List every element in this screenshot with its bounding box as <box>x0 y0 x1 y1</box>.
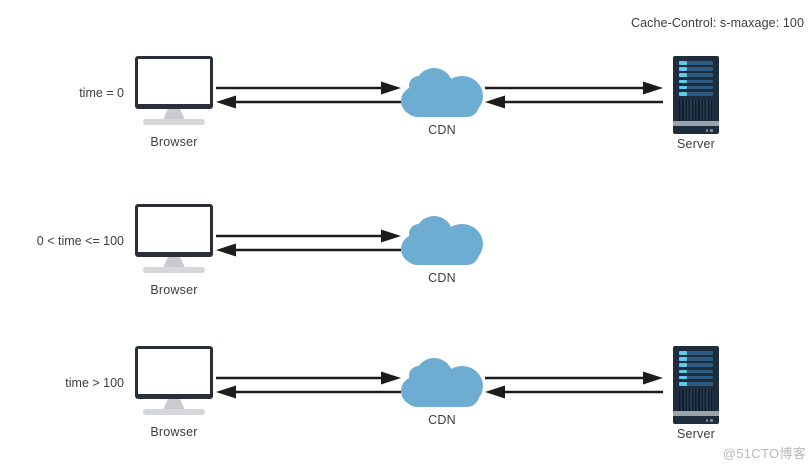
monitor-screen <box>135 204 213 257</box>
row-label: time > 100 <box>65 376 124 390</box>
browser-node: Browser <box>133 346 215 439</box>
server-label: Server <box>676 137 716 151</box>
browser-node: Browser <box>133 56 215 149</box>
scenario-row: time > 100 Browser CDN <box>0 338 812 458</box>
server-bays <box>673 346 719 386</box>
cloud-icon <box>401 210 483 268</box>
monitor-base <box>143 119 205 125</box>
server-bays <box>673 56 719 96</box>
monitor-screen <box>135 56 213 109</box>
cdn-node: CDN <box>399 210 485 285</box>
server-base <box>673 121 719 126</box>
cdn-server-arrows <box>485 80 663 114</box>
cdn-label: CDN <box>428 271 456 285</box>
browser-label: Browser <box>150 283 198 297</box>
server-icon <box>673 346 719 424</box>
row-label: 0 < time <= 100 <box>36 234 124 248</box>
monitor-screen <box>135 346 213 399</box>
server-leds <box>705 419 713 422</box>
browser-label: Browser <box>150 135 198 149</box>
row-label: time = 0 <box>79 86 124 100</box>
monitor-base <box>143 409 205 415</box>
monitor-icon <box>135 346 213 422</box>
cache-control-note: Cache-Control: s-maxage: 100 <box>630 16 804 30</box>
monitor-stand <box>163 257 185 268</box>
browser-cdn-arrows <box>216 228 401 262</box>
browser-cdn-arrows <box>216 370 401 404</box>
server-vent <box>679 390 713 412</box>
cdn-server-arrows <box>485 370 663 404</box>
server-base <box>673 411 719 416</box>
browser-node: Browser <box>133 204 215 297</box>
server-label: Server <box>676 427 716 441</box>
cdn-node: CDN <box>399 62 485 137</box>
server-vent <box>679 100 713 122</box>
cloud-icon <box>401 62 483 120</box>
cdn-node: CDN <box>399 352 485 427</box>
server-node: Server <box>660 56 732 151</box>
server-node: Server <box>660 346 732 441</box>
cdn-label: CDN <box>428 123 456 137</box>
cloud-icon <box>401 352 483 410</box>
monitor-base <box>143 267 205 273</box>
scenario-row: 0 < time <= 100 Browser CDN <box>0 196 812 316</box>
server-leds <box>705 129 713 132</box>
scenario-row: time = 0 Browser CDN <box>0 48 812 168</box>
monitor-icon <box>135 204 213 280</box>
browser-cdn-arrows <box>216 80 401 114</box>
monitor-icon <box>135 56 213 132</box>
watermark: @51CTO博客 <box>722 446 806 461</box>
monitor-stand <box>163 399 185 410</box>
cdn-label: CDN <box>428 413 456 427</box>
server-icon <box>673 56 719 134</box>
browser-label: Browser <box>150 425 198 439</box>
monitor-stand <box>163 109 185 120</box>
